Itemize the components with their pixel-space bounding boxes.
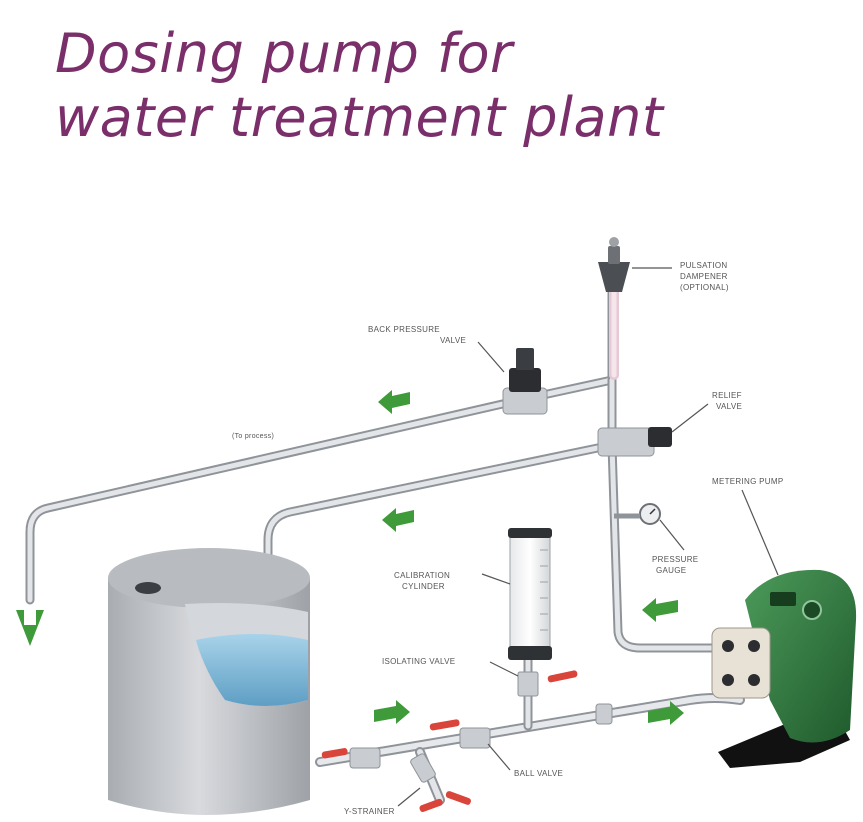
discharge-pipe <box>607 440 740 653</box>
ball-valve-1 <box>429 719 491 749</box>
flow-arrow-down <box>16 610 44 646</box>
label-pulsation-dampener-2: DAMPENER <box>680 272 728 281</box>
title-line-2: water treatment plant <box>55 86 664 149</box>
pressure-gauge <box>614 503 661 525</box>
ball-valve-2 <box>321 747 381 769</box>
component-labels: PULSATION DAMPENER (OPTIONAL) BACK PRESSUR… <box>232 261 783 816</box>
pump-head <box>711 627 771 699</box>
flow-arrow-right-suction-1 <box>374 700 410 724</box>
tank-water <box>196 634 308 706</box>
label-back-pressure-valve-2: VALVE <box>440 336 466 345</box>
flow-arrow-left-discharge <box>642 598 678 622</box>
chemical-tank <box>108 548 310 815</box>
y-strainer <box>410 753 471 812</box>
label-ball-valve: BALL VALVE <box>514 769 563 778</box>
ball-valve-3 <box>595 703 613 725</box>
label-to-process: (To process) <box>232 433 274 440</box>
flow-arrow-left-lower <box>382 508 414 532</box>
flow-arrow-left-upper <box>378 390 410 414</box>
label-pulsation-dampener-3: (OPTIONAL) <box>680 283 729 292</box>
label-calibration-cylinder-1: CALIBRATION <box>394 571 450 580</box>
flow-arrow-right-suction-2 <box>648 701 684 725</box>
back-pressure-valve <box>502 348 548 415</box>
title-line-1: Dosing pump for <box>55 22 513 85</box>
metering-pump <box>711 569 857 768</box>
label-y-strainer: Y-STRAINER <box>344 807 395 816</box>
label-calibration-cylinder-2: CYLINDER <box>402 582 445 591</box>
pump-body <box>745 569 857 743</box>
tank-fill-port <box>135 582 161 594</box>
label-pressure-gauge-1: PRESSURE <box>652 555 698 564</box>
label-pulsation-dampener-1: PULSATION <box>680 261 727 270</box>
calibration-cylinder <box>508 528 552 660</box>
label-isolating-valve: ISOLATING VALVE <box>382 657 455 666</box>
leader-lines <box>397 267 779 807</box>
piping <box>25 260 745 805</box>
label-metering-pump: METERING PUMP <box>712 477 783 486</box>
pump-control-knob <box>802 600 822 620</box>
diagram-title: Dosing pump for water treatment plant <box>55 22 664 150</box>
isolating-valve <box>517 670 578 697</box>
flow-arrows <box>16 390 684 725</box>
label-pressure-gauge-2: GAUGE <box>656 566 686 575</box>
pulsation-dampener <box>598 237 630 292</box>
label-relief-valve-1: RELIEF <box>712 391 742 400</box>
label-back-pressure-valve-1: BACK PRESSURE <box>368 325 440 334</box>
label-relief-valve-2: VALVE <box>716 402 742 411</box>
relief-valve <box>597 427 672 457</box>
svg-text:BACK PRESSUREVALVE: BACK PRESSUREVALVE <box>368 325 466 345</box>
